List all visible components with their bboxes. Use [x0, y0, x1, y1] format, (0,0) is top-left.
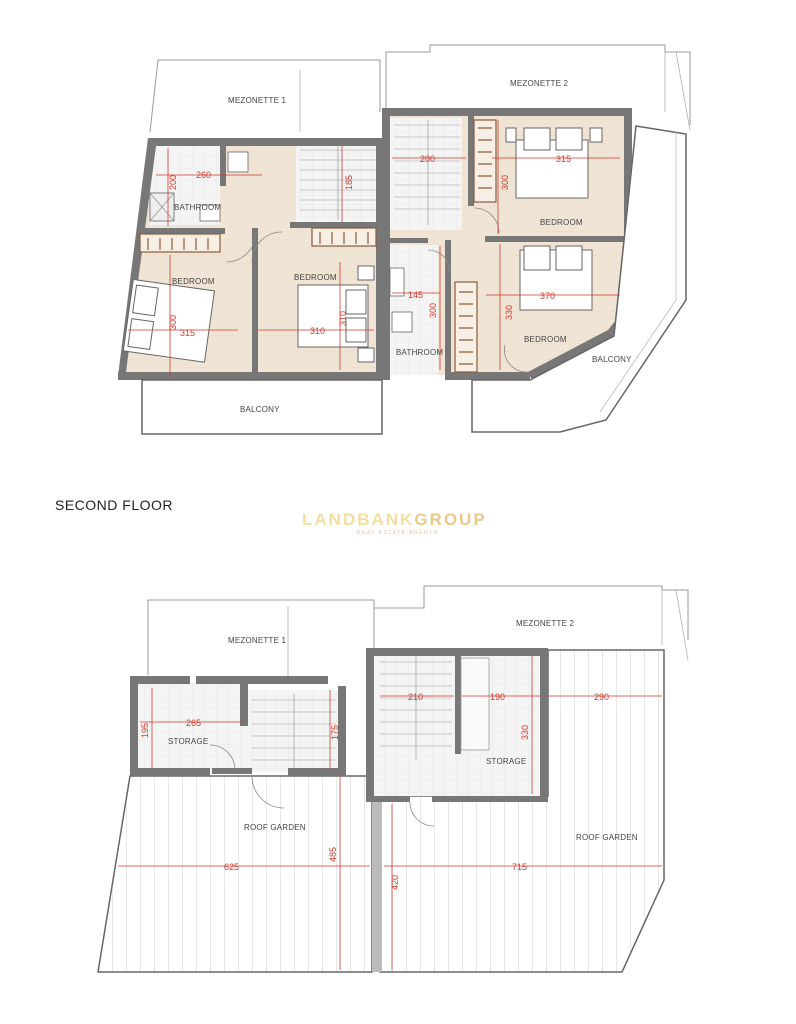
dim-485: 485: [328, 847, 338, 862]
mezonette1-outline: [149, 59, 381, 133]
dim-315-right: 315: [556, 154, 571, 164]
dim-175: 175: [330, 725, 340, 740]
room-bedroom-right-bottom: BEDROOM: [524, 335, 567, 344]
label-mezonette1-upper: MEZONETTE 1: [228, 96, 287, 105]
dim-330: 330: [504, 305, 514, 320]
stair-lower-left: [252, 694, 336, 770]
room-roof-garden-left: ROOF GARDEN: [244, 823, 306, 832]
dim-715: 715: [512, 862, 527, 872]
room-storage-right: STORAGE: [486, 757, 526, 766]
dim-200-left: 200: [168, 175, 178, 190]
dimension-lines-lower: [118, 656, 662, 970]
mezonette2-outline-lower: [373, 585, 689, 640]
dimension-lines: [128, 120, 620, 375]
walls-left: [118, 138, 384, 380]
dim-290: 290: [594, 692, 609, 702]
label-mezonette1-lower: MEZONETTE 1: [228, 636, 287, 645]
dim-260: 260: [196, 170, 211, 180]
logo-tagline: REAL ESTATE AGENTS: [357, 530, 439, 536]
room-bedroom-right-top: BEDROOM: [540, 218, 583, 227]
room-bedroom-left: BEDROOM: [172, 277, 215, 286]
wardrobes: [139, 119, 497, 373]
room-roof-garden-right: ROOF GARDEN: [576, 833, 638, 842]
room-bedroom-mid: BEDROOM: [294, 273, 337, 282]
dim-330-lower: 330: [520, 725, 530, 740]
dim-310-vertical: 310: [338, 311, 348, 326]
door-swings-lower: [209, 744, 435, 827]
door-swings: [225, 207, 528, 373]
lower-floor-plan: 265 195 175 210 190 290 330 625 485 715 …: [97, 585, 689, 973]
dim-265: 265: [186, 718, 201, 728]
beds: [122, 127, 603, 363]
dim-185: 185: [344, 175, 354, 190]
logo-text-landbank: LANDBANK: [302, 510, 415, 529]
sanitary-fixtures: [149, 151, 413, 333]
upper-floor-plan: 260 200 185 315 300 310 310 200 315 300 …: [118, 44, 691, 435]
dim-315-left: 315: [180, 328, 195, 338]
label-mezonette2-upper: MEZONETTE 2: [510, 79, 569, 88]
dim-195: 195: [140, 723, 150, 738]
storage-cabinet: [460, 657, 490, 751]
logo-text-group: GROUP: [414, 510, 487, 529]
mezonette2-outline: [385, 44, 691, 125]
label-mezonette2-lower: MEZONETTE 2: [516, 619, 575, 628]
walls-lower: [130, 648, 548, 802]
dim-420: 420: [390, 875, 400, 890]
stair-lower-right: [380, 656, 452, 760]
room-bathroom-left: BATHROOM: [174, 203, 221, 212]
balcony-left: [141, 379, 383, 435]
brand-logo: LANDBANKGROUP REAL ESTATE AGENTS: [302, 510, 487, 536]
stair-left: [300, 145, 376, 220]
room-balcony-left: BALCONY: [240, 405, 280, 414]
dim-300-bath: 300: [428, 303, 438, 318]
dim-300-left: 300: [168, 315, 178, 330]
room-balcony-right: BALCONY: [592, 355, 632, 364]
dim-370: 370: [540, 291, 555, 301]
dim-190: 190: [490, 692, 505, 702]
dim-210: 210: [408, 692, 423, 702]
balcony-right: [471, 125, 687, 433]
dim-200-right: 200: [420, 154, 435, 164]
dim-625: 625: [224, 862, 239, 872]
dim-310-horizontal: 310: [310, 326, 325, 336]
room-storage-left: STORAGE: [168, 737, 208, 746]
floor-title: SECOND FLOOR: [55, 497, 174, 513]
room-bathroom-right: BATHROOM: [396, 348, 443, 357]
dim-300-right: 300: [500, 175, 510, 190]
roof-garden-left-deck: [97, 775, 373, 973]
dim-145: 145: [408, 290, 423, 300]
stair-right: [394, 120, 460, 225]
